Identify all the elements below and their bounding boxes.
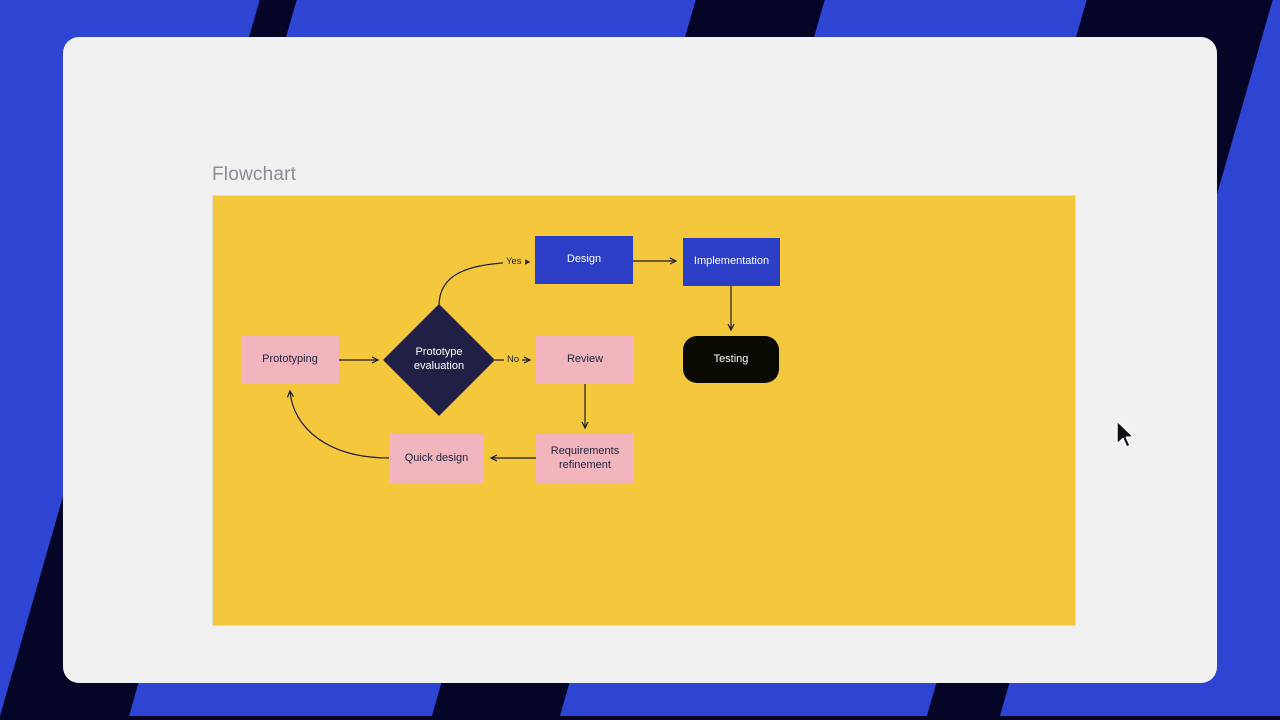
node-label: Prototype evaluation	[413, 346, 465, 372]
node-label: Review	[566, 353, 604, 366]
node-label: Testing	[713, 352, 749, 365]
edge-evaluation-to-design	[438, 262, 529, 307]
content-card: Flowchart	[63, 37, 1217, 683]
edge-label-yes: Yes	[503, 255, 525, 268]
node-quick-design: Quick design	[389, 434, 484, 483]
mouse-cursor-icon	[1116, 420, 1135, 448]
node-prototyping: Prototyping	[241, 336, 339, 384]
node-label: Implementation	[693, 255, 770, 268]
node-label: Design	[566, 253, 602, 266]
node-requirements-refinement: Requirements refinement	[536, 434, 634, 483]
edge-label-no: No	[504, 353, 523, 366]
page-title: Flowchart	[212, 164, 297, 185]
node-label: Requirements refinement	[550, 444, 620, 471]
node-implementation: Implementation	[683, 238, 780, 286]
flowchart-canvas: Prototyping Prototype evaluation Design …	[212, 195, 1076, 626]
edge-quickdesign-to-prototyping	[290, 391, 390, 459]
background-bottom-bar	[0, 716, 1280, 720]
node-design: Design	[535, 236, 633, 284]
node-testing: Testing	[683, 336, 779, 383]
node-label: Quick design	[404, 451, 469, 464]
node-review: Review	[536, 336, 634, 384]
flowchart-edges	[213, 196, 1075, 625]
node-label: Prototyping	[262, 353, 318, 366]
